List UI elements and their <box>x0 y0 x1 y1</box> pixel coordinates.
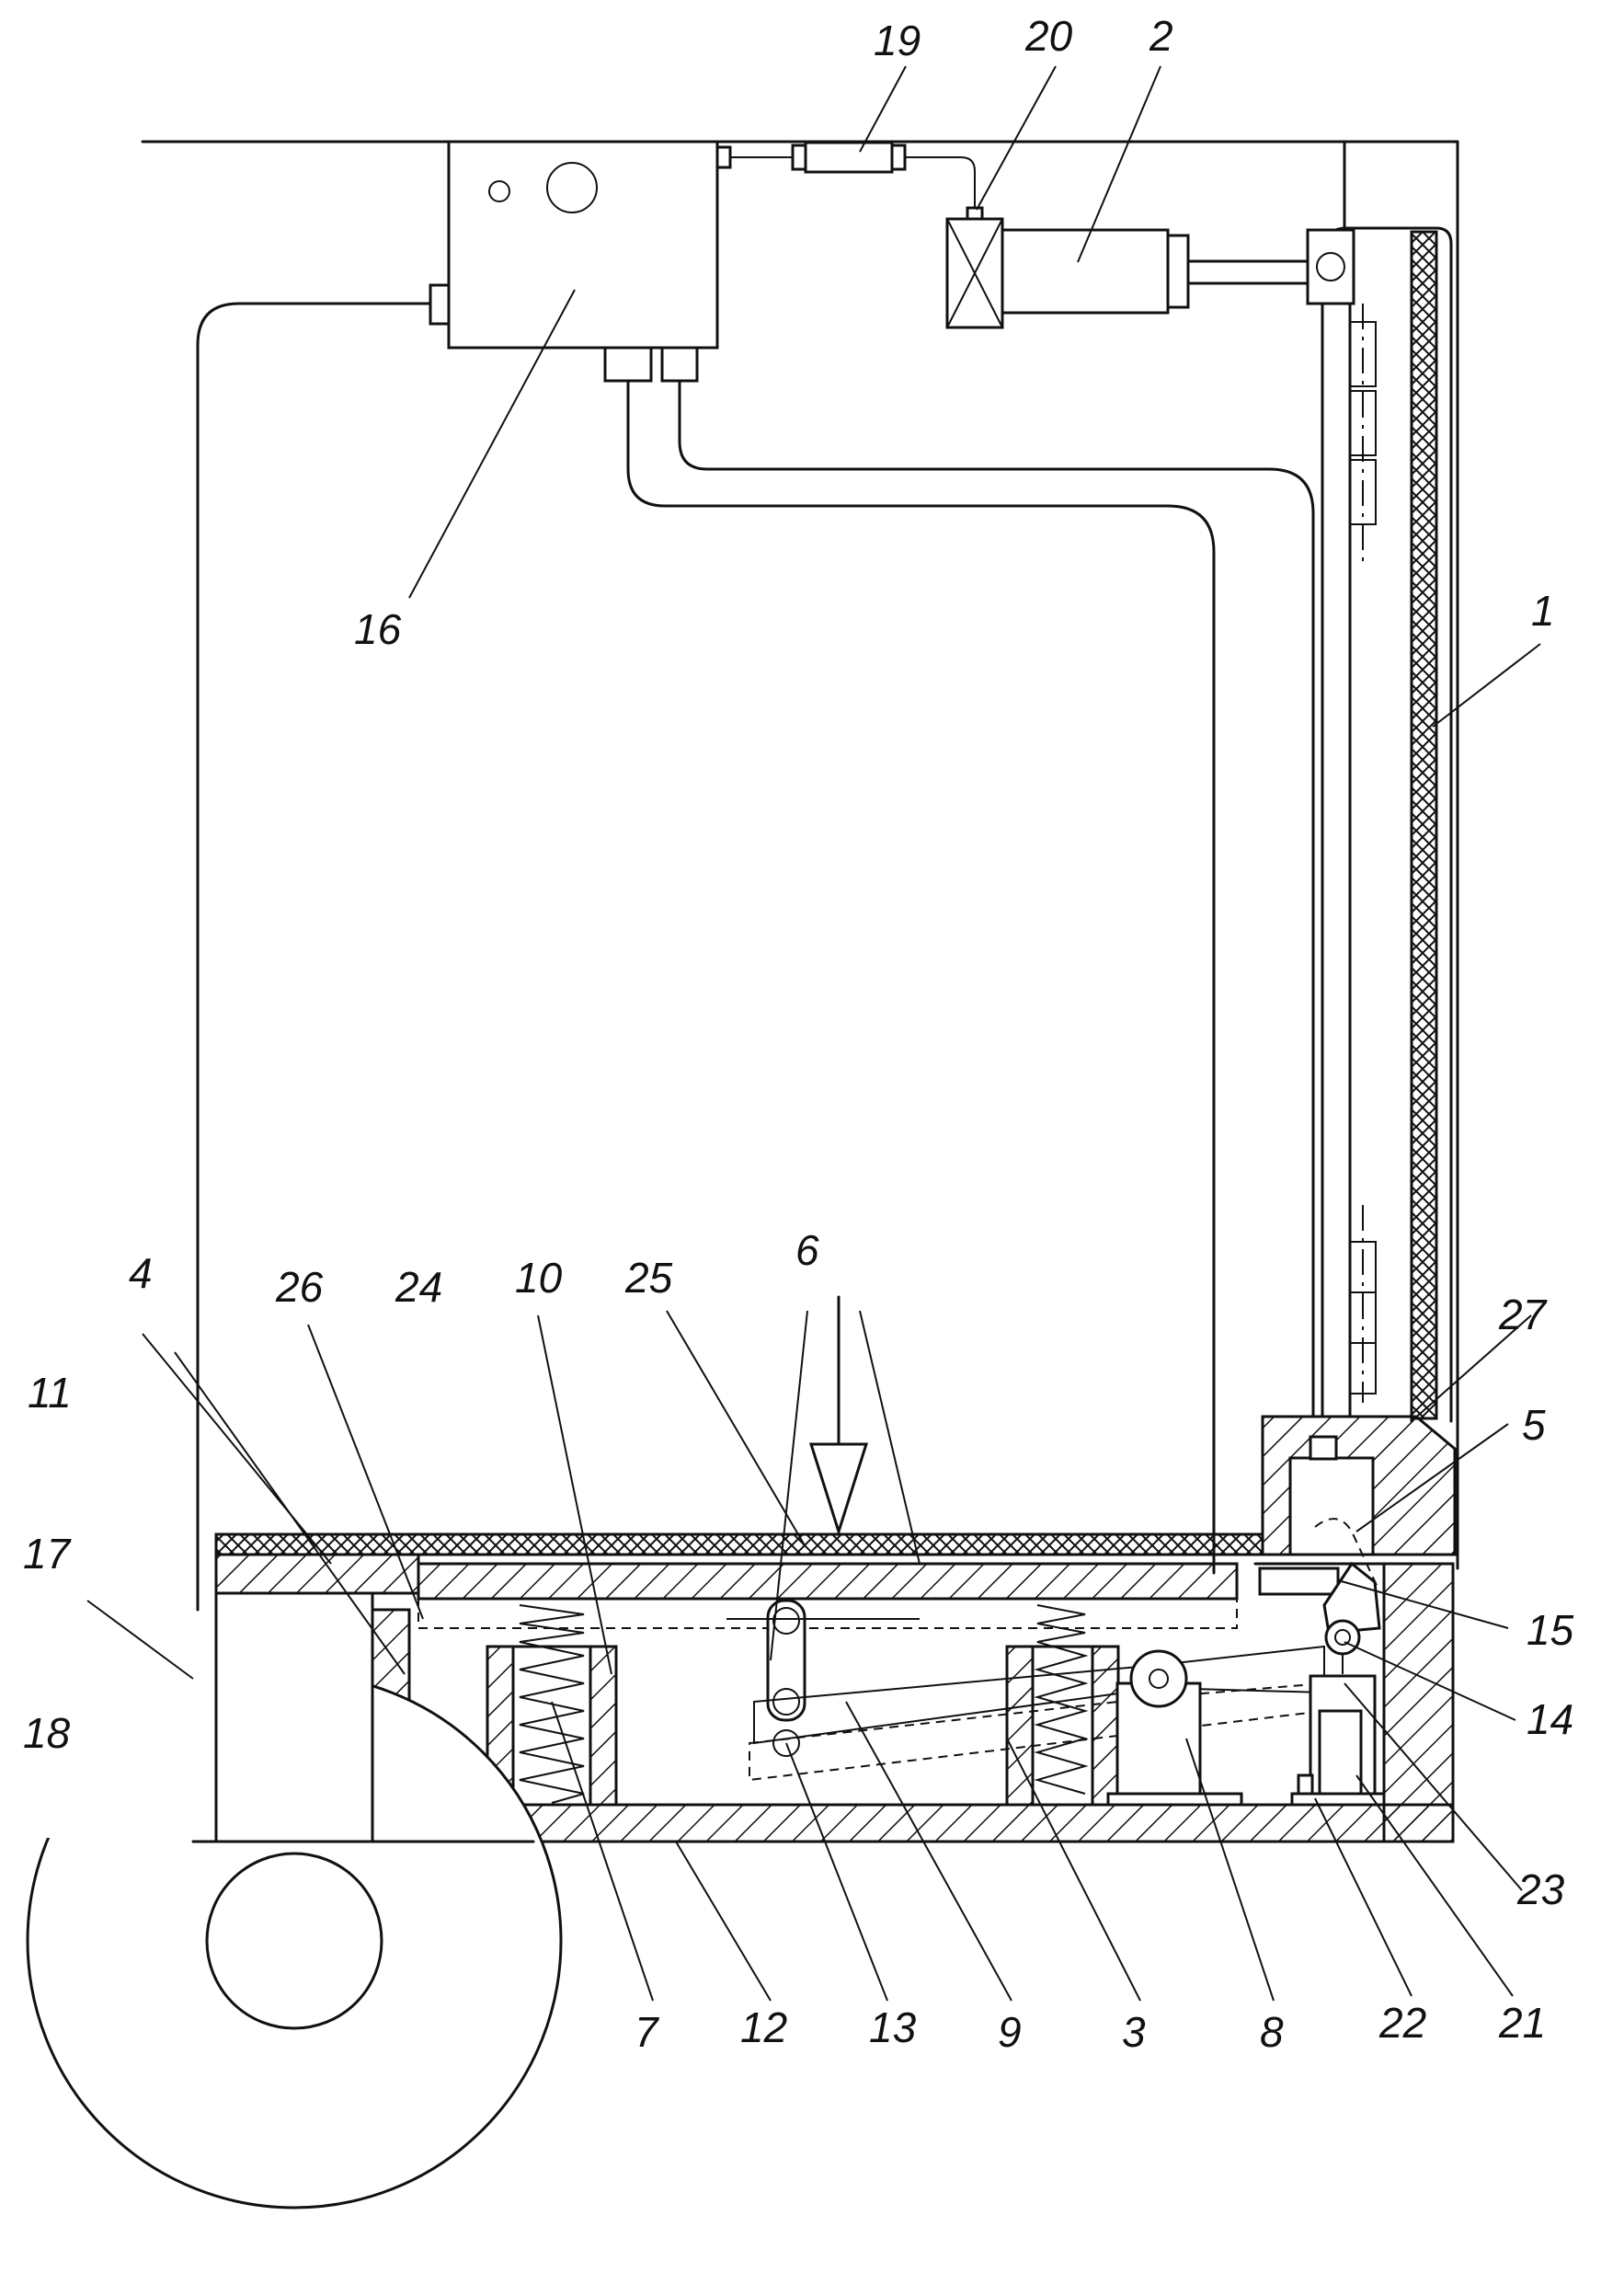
sensor <box>730 143 975 210</box>
spring-left <box>487 1605 616 1805</box>
callout-15: 15 <box>1527 1606 1574 1654</box>
callout-24: 24 <box>395 1263 442 1311</box>
cylinder <box>947 208 1354 327</box>
callout-18: 18 <box>23 1709 71 1757</box>
callout-17: 17 <box>23 1530 72 1578</box>
pivot-bracket <box>1108 1651 1241 1805</box>
callout-26: 26 <box>275 1263 324 1311</box>
callout-25: 25 <box>624 1254 673 1302</box>
hoses <box>198 304 1313 1610</box>
callout-4: 4 <box>129 1249 153 1297</box>
callout-23: 23 <box>1516 1865 1565 1913</box>
callout-8: 8 <box>1260 2008 1284 2056</box>
callout-6: 6 <box>795 1226 819 1274</box>
callout-7: 7 <box>635 2008 659 2056</box>
callout-9: 9 <box>998 2008 1022 2056</box>
stop-plate <box>1260 1568 1338 1594</box>
callout-19: 19 <box>874 17 921 64</box>
callout-20: 20 <box>1024 12 1073 60</box>
callout-10: 10 <box>515 1254 563 1302</box>
callout-3: 3 <box>1122 2008 1146 2056</box>
spring-right <box>1007 1605 1118 1805</box>
callout-27: 27 <box>1498 1291 1548 1338</box>
callout-22: 22 <box>1378 1999 1426 2047</box>
guide-rail <box>1322 228 1451 1421</box>
callout-13: 13 <box>869 2003 917 2051</box>
load-arrow <box>811 1297 866 1532</box>
callout-5: 5 <box>1522 1401 1546 1449</box>
callout-11: 11 <box>28 1369 72 1417</box>
callout-16: 16 <box>354 605 402 653</box>
callout-12: 12 <box>740 2003 787 2051</box>
callout-21: 21 <box>1498 1999 1546 2047</box>
control-box <box>430 142 730 381</box>
callout-14: 14 <box>1527 1695 1573 1743</box>
callout-1: 1 <box>1531 587 1555 635</box>
actuator <box>1292 1676 1384 1805</box>
callout-2: 2 <box>1149 12 1173 60</box>
frame <box>143 142 1458 1568</box>
